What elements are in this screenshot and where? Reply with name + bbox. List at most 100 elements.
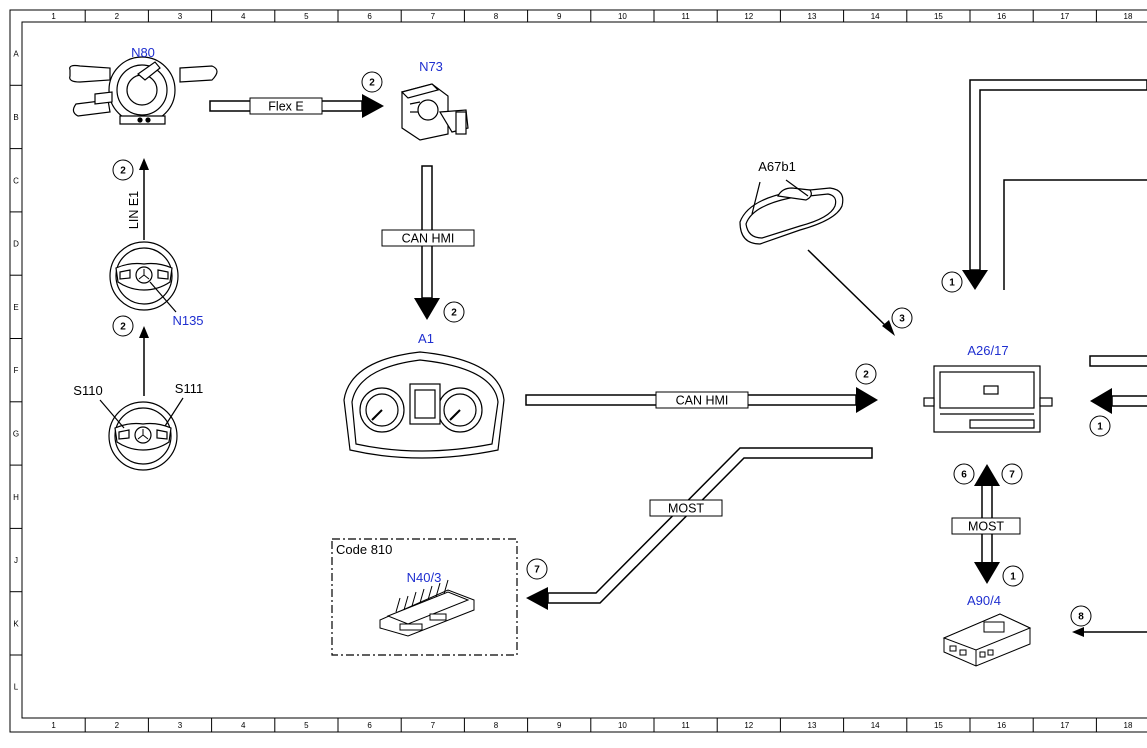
grid-col-label-top: 15 bbox=[934, 12, 943, 21]
step-a26-text: 2 bbox=[863, 370, 869, 381]
step-circle-n73: 2 bbox=[361, 71, 383, 93]
bus-label-flex-e: Flex E bbox=[249, 97, 323, 115]
step-circle-6: 6 bbox=[953, 463, 975, 485]
a26-17-head-unit bbox=[923, 365, 1053, 433]
lin-e1-line bbox=[139, 158, 149, 240]
grid-col-label-top: 9 bbox=[557, 12, 562, 21]
grid-row-label: H bbox=[13, 493, 19, 502]
grid-col-label-top: 11 bbox=[681, 12, 690, 21]
step-circle-8: 8 bbox=[1070, 605, 1092, 627]
n80-steering-column-module bbox=[69, 56, 218, 125]
grid-col-label-bottom: 8 bbox=[494, 721, 499, 730]
step-circle-n40: 7 bbox=[526, 558, 548, 580]
a1-instrument-cluster bbox=[343, 351, 505, 459]
step-a90-text: 1 bbox=[1010, 572, 1016, 583]
grid-col-label-top: 1 bbox=[51, 12, 56, 21]
grid-col-label-top: 5 bbox=[304, 12, 309, 21]
step-n73-text: 2 bbox=[369, 78, 375, 89]
step-circle-a67: 3 bbox=[891, 307, 913, 329]
bus-label-most-diagonal: MOST bbox=[649, 499, 723, 517]
step-top-text: 1 bbox=[949, 278, 955, 289]
grid-col-label-top: 17 bbox=[1060, 12, 1069, 21]
grid-col-label-bottom: 14 bbox=[871, 721, 880, 730]
step-6-text: 6 bbox=[961, 470, 967, 481]
grid-col-label-bottom: 9 bbox=[557, 721, 562, 730]
top-right-incoming-bus bbox=[962, 79, 1147, 290]
label-a67b1: A67b1 bbox=[758, 159, 796, 174]
step-circle-right: 1 bbox=[1089, 415, 1111, 437]
n135-steering-wheel bbox=[109, 241, 179, 313]
grid-col-label-top: 14 bbox=[871, 12, 880, 21]
label-a90-4: A90/4 bbox=[967, 593, 1001, 608]
mirror-to-head-unit-line bbox=[807, 249, 895, 336]
grid-row-label: G bbox=[13, 429, 19, 438]
step-circle-a1: 2 bbox=[443, 301, 465, 323]
step-circle-switch: 2 bbox=[112, 315, 134, 337]
switch-to-n135-line bbox=[139, 326, 149, 396]
step-switch-text: 2 bbox=[120, 322, 126, 333]
grid-col-label-bottom: 1 bbox=[51, 721, 56, 730]
grid-col-label-bottom: 11 bbox=[681, 721, 690, 730]
grid-col-label-bottom: 5 bbox=[304, 721, 309, 730]
step-7-text: 7 bbox=[1009, 470, 1015, 481]
grid-col-label-top: 10 bbox=[618, 12, 627, 21]
grid-col-label-top: 16 bbox=[997, 12, 1006, 21]
grid-row-label: J bbox=[14, 556, 18, 565]
grid-col-label-bottom: 2 bbox=[115, 721, 120, 730]
n73-ignition-switch bbox=[400, 83, 469, 141]
grid-col-label-bottom: 15 bbox=[934, 721, 943, 730]
grid-row-label: E bbox=[13, 303, 18, 312]
grid-col-label-top: 8 bbox=[494, 12, 499, 21]
s110-s111-steering-wheel bbox=[99, 397, 184, 471]
most-diagonal-bus bbox=[526, 447, 873, 610]
step-circle-a26: 2 bbox=[855, 363, 877, 385]
grid-row-label: K bbox=[13, 619, 19, 628]
grid-col-label-top: 13 bbox=[808, 12, 817, 21]
bus-label-can-hmi-horizontal: CAN HMI bbox=[655, 391, 749, 409]
grid-col-label-bottom: 12 bbox=[744, 721, 753, 730]
grid-col-label-top: 3 bbox=[178, 12, 183, 21]
option-box-code-810 bbox=[331, 538, 518, 656]
label-s111: S111 bbox=[175, 381, 203, 396]
label-a26-17: A26/17 bbox=[967, 343, 1008, 358]
grid-row-label: D bbox=[13, 240, 19, 249]
grid-col-label-top: 2 bbox=[115, 12, 120, 21]
bus-label-most-vertical-text: MOST bbox=[968, 520, 1004, 534]
label-a1: A1 bbox=[418, 331, 434, 346]
a67b1-mirror-sensor bbox=[739, 179, 844, 245]
grid-col-label-bottom: 16 bbox=[997, 721, 1006, 730]
grid-col-label-bottom: 3 bbox=[178, 721, 183, 730]
step-circle-top: 1 bbox=[941, 271, 963, 293]
grid-col-label-bottom: 18 bbox=[1124, 721, 1133, 730]
step-right-text: 1 bbox=[1097, 422, 1103, 433]
grid-row-label: A bbox=[13, 50, 19, 59]
label-n40-3: N40/3 bbox=[407, 570, 442, 585]
right-side-incoming-bus bbox=[1072, 355, 1147, 637]
label-s110: S110 bbox=[73, 383, 102, 398]
bus-label-lin-e1: LIN E1 bbox=[127, 191, 141, 229]
n40-3-amplifier bbox=[379, 579, 475, 637]
grid-col-label-bottom: 13 bbox=[808, 721, 817, 730]
grid-col-label-top: 4 bbox=[241, 12, 246, 21]
step-circle-7: 7 bbox=[1001, 463, 1023, 485]
step-circle-a90: 1 bbox=[1002, 565, 1024, 587]
grid-row-label: B bbox=[13, 113, 18, 122]
label-n80: N80 bbox=[131, 45, 155, 60]
grid-col-label-bottom: 10 bbox=[618, 721, 627, 730]
grid-col-label-top: 18 bbox=[1124, 12, 1133, 21]
step-n40-text: 7 bbox=[534, 565, 540, 576]
grid-col-label-bottom: 7 bbox=[431, 721, 436, 730]
grid-col-label-bottom: 17 bbox=[1060, 721, 1069, 730]
step-8-text: 8 bbox=[1078, 612, 1084, 623]
bus-label-can-hmi-horizontal-text: CAN HMI bbox=[676, 394, 729, 408]
grid-col-label-top: 12 bbox=[744, 12, 753, 21]
label-n135: N135 bbox=[172, 313, 203, 328]
grid-row-label: C bbox=[13, 176, 19, 185]
bus-label-most-vertical: MOST bbox=[951, 517, 1021, 535]
